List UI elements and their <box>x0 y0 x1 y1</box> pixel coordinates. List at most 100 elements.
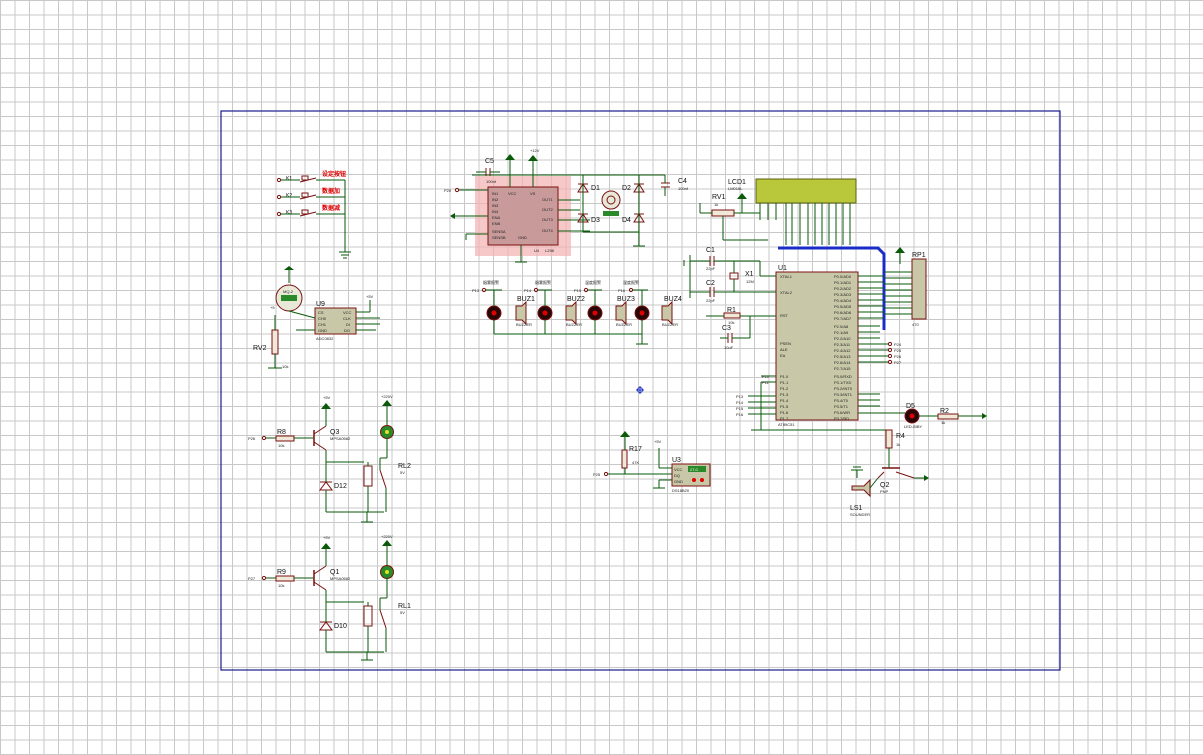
relay-top-vcc: +5V <box>323 395 331 400</box>
buzzer-4[interactable]: 湿度报警 P16 BUZ4 BUZZER <box>494 279 682 345</box>
port-p25: P25 <box>894 348 902 353</box>
resistor-pack-rp1[interactable]: RP1 470 <box>884 247 927 327</box>
relay-driver-top[interactable]: P26 R8 10k Q3 MPSA0582 +5V D12 RL2 5V +2… <box>248 394 411 523</box>
key-k1-ref: K1 <box>286 176 292 182</box>
capacitor-c3[interactable]: C3 10uF <box>720 325 750 350</box>
crystal-x1[interactable]: X1 12M <box>729 261 754 292</box>
u9-pin-ch0: CH0 <box>318 316 327 321</box>
u1-pin-p2-0: P2.0/A8 <box>834 324 849 329</box>
adc-u9[interactable]: U9 CS CH0 CH1 GND VCC CLK DI DO ADC0832 … <box>288 294 380 341</box>
pot-rv2[interactable]: RV2 10k <box>253 315 288 369</box>
key-k2-ref: K2 <box>286 193 292 199</box>
u1-pin-p0-7: P0.7/AD7 <box>834 316 852 321</box>
port-p16: P16 <box>736 412 744 417</box>
u1-pin-ale: ALE <box>780 347 788 352</box>
buzzer-2[interactable]: 烟雾报警 P14 BUZ2 BUZZER <box>524 279 585 334</box>
u4-pin-out3: OUT3 <box>542 217 553 222</box>
d10-ref: D10 <box>334 623 347 630</box>
pot-rv1[interactable]: RV1 1k <box>699 193 768 241</box>
relay-bot-port: P27 <box>248 576 256 581</box>
u9-pin-vcc: VCC <box>343 310 352 315</box>
key-k3[interactable]: K3 数据减 <box>276 204 345 217</box>
motor-diodes[interactable]: D1 D2 D3 D4 <box>577 175 645 247</box>
diode-d4[interactable]: D4 <box>622 213 645 224</box>
u9-pin-cs: CS <box>318 310 324 315</box>
l298-driver-u4[interactable]: IN1 IN2 IN3 IN4 ENA ENB SENSA SENSB VCC … <box>444 148 665 263</box>
resistor-r4[interactable]: R4 1k <box>885 429 905 462</box>
c5-ref: C5 <box>485 158 494 165</box>
rl2-value: 5V <box>400 470 405 475</box>
u9-pin-gnd: GND <box>318 328 327 333</box>
port-p10: P10 <box>762 374 770 379</box>
u4-pin-enb: ENB <box>492 221 501 226</box>
u1-pin-p2-2: P2.2/A10 <box>834 336 851 341</box>
diode-d1[interactable]: D1 <box>577 183 600 193</box>
u3-button-down[interactable] <box>692 478 696 482</box>
dc-motor[interactable] <box>601 190 621 216</box>
sheet-border <box>220 110 1061 671</box>
u1-pin-ea: EA <box>780 353 786 358</box>
u1-pin-rst: RST <box>780 313 789 318</box>
rl1-value: 5V <box>400 610 405 615</box>
r8-value: 10k <box>278 443 284 448</box>
buzzer-1[interactable]: 烟雾报警 P13 BUZ1 BUZZER <box>472 279 535 334</box>
supply-12v-label: +12V <box>530 148 540 153</box>
relay-top-port: P26 <box>248 436 256 441</box>
diode-d2[interactable]: D2 <box>622 183 645 193</box>
lcd-lcd1[interactable]: LCD1 LM016L <box>728 178 857 245</box>
mcu-u1[interactable]: U1 AT89C51 XTAL1 XTAL2 RST PSEN ALE EA P… <box>748 265 898 431</box>
u1-pin-xtal1: XTAL1 <box>780 274 793 279</box>
capacitor-c2[interactable]: C2 22pF <box>683 255 776 303</box>
buz2-type: BUZZER <box>566 322 582 327</box>
u3-button-up[interactable] <box>700 478 704 482</box>
buz3-type: BUZZER <box>616 322 632 327</box>
u1-part: AT89C51 <box>778 422 795 427</box>
capacitor-c1[interactable]: C1 22pF <box>690 247 776 277</box>
u1-pin-p3-1: P3.1/TXD <box>834 380 851 385</box>
u1-pin-p3-5: P3.5/T1 <box>834 404 849 409</box>
u1-pin-p0-1: P0.1/AD1 <box>834 280 852 285</box>
u4-pin-sensa: SENSA <box>492 229 506 234</box>
transistor-q2[interactable]: Q2 PNP <box>877 462 929 494</box>
key-k2-label: 数据加 <box>322 187 340 195</box>
u1-pin-p2-5: P2.5/A13 <box>834 354 851 359</box>
u4-pin-out2: OUT2 <box>542 207 553 212</box>
u1-pin-xtal2: XTAL2 <box>780 290 793 295</box>
q2-part: PNP <box>880 489 889 494</box>
u1-pin-p0-2: P0.2/AD2 <box>834 286 852 291</box>
c5-value: 100nf <box>486 179 497 184</box>
u9-vcc-label: +5V <box>366 294 374 299</box>
relay-driver-bottom[interactable]: P27 R9 10k Q1 MPSA0582 +5V D10 RL1 5V +2… <box>248 534 411 661</box>
data-bus <box>778 246 886 330</box>
buzzer-3[interactable]: 温度报警 P15 BUZ3 BUZZER <box>574 279 635 334</box>
rv1-ref: RV1 <box>712 194 726 201</box>
capacitor-c5[interactable]: C5 100nf <box>476 158 500 184</box>
u1-pin-p3-7: P3.7/RD <box>834 416 849 421</box>
buz1-port: P13 <box>472 288 480 293</box>
key-k2[interactable]: K2 数据加 <box>276 187 345 200</box>
capacitor-c4[interactable]: C4 100nf <box>661 175 689 196</box>
resistor-r2[interactable]: R2 1k <box>937 408 987 425</box>
led-d5[interactable]: D5 LED-BIBY <box>898 403 938 429</box>
u9-part: ADC0832 <box>316 336 334 341</box>
u3-ref: U3 <box>672 457 681 464</box>
relay-bot-vcc: +5V <box>323 535 331 540</box>
port-p11: P11 <box>762 380 770 385</box>
diode-d3[interactable]: D3 <box>577 213 600 224</box>
buz4-type: BUZZER <box>662 322 678 327</box>
r2-value: 1k <box>941 420 945 425</box>
u1-pin-p0-6: P0.6/AD6 <box>834 310 852 315</box>
c1-ref: C1 <box>706 247 715 254</box>
resistor-r1[interactable]: R1 10k <box>706 307 776 338</box>
gas-sensor[interactable]: MQ-2 +5 <box>270 266 303 312</box>
u1-pin-p1-4: P1.4 <box>780 398 789 403</box>
sounder-ls1[interactable]: LS1 SOUNDER <box>850 466 879 517</box>
key-k1[interactable]: K1 设定按钮 <box>276 170 346 183</box>
u3-display <box>688 466 706 472</box>
d4-ref: D4 <box>622 217 631 224</box>
u9-ref: U9 <box>316 301 325 308</box>
temp-sensor-u3[interactable]: R17 47K P25 +5V U3 VCC DQ GND 27.0 DS18B… <box>593 431 711 493</box>
keys-block[interactable]: K1 设定按钮 K2 数据加 K3 数据减 <box>276 170 351 259</box>
u1-pin-p2-4: P2.4/A12 <box>834 348 851 353</box>
